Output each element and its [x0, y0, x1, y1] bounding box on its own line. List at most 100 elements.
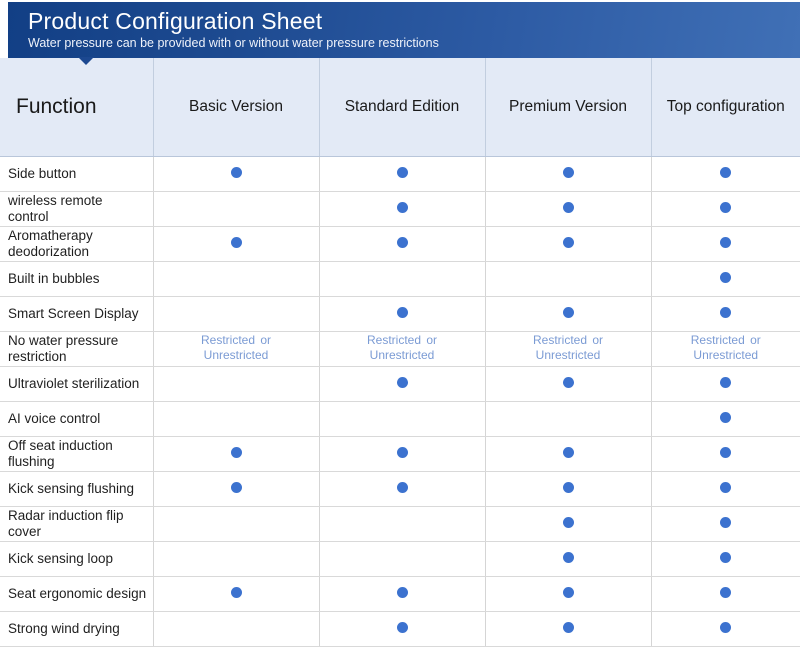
table-head: Function Basic Version Standard Edition …	[0, 58, 800, 157]
available-dot-icon	[562, 201, 574, 213]
cell-2	[319, 401, 486, 437]
cell-4	[651, 366, 800, 402]
title-banner: Product Configuration Sheet Water pressu…	[8, 2, 800, 58]
cell-2	[319, 156, 486, 192]
available-dot-icon	[720, 411, 732, 423]
table-row: Kick sensing loop	[0, 541, 800, 577]
available-dot-icon	[230, 236, 242, 248]
cell-2	[319, 471, 486, 507]
cell-1	[153, 436, 320, 472]
available-dot-icon	[396, 586, 408, 598]
feature-label: Smart Screen Display	[0, 296, 154, 332]
cell-2	[319, 541, 486, 577]
available-dot-icon	[230, 446, 242, 458]
available-dot-icon	[720, 586, 732, 598]
available-dot-icon	[562, 306, 574, 318]
cell-3	[485, 576, 652, 612]
cell-4	[651, 296, 800, 332]
cell-2	[319, 366, 486, 402]
cell-1	[153, 366, 320, 402]
cell-2	[319, 436, 486, 472]
available-dot-icon	[396, 376, 408, 388]
cell-4	[651, 471, 800, 507]
available-dot-icon	[562, 376, 574, 388]
feature-label: wireless remote control	[0, 191, 154, 227]
cell-2	[319, 576, 486, 612]
available-dot-icon	[720, 446, 732, 458]
available-dot-icon	[720, 516, 732, 528]
available-dot-icon	[720, 236, 732, 248]
cell-2	[319, 261, 486, 297]
table-row: Strong wind drying	[0, 611, 800, 647]
feature-label: Off seat induction flushing	[0, 436, 154, 472]
table-row: Built in bubbles	[0, 261, 800, 297]
cell-1	[153, 261, 320, 297]
column-header-function: Function	[0, 58, 154, 157]
feature-label: Ultraviolet sterilization	[0, 366, 154, 402]
column-header-basic-version: Basic Version	[153, 58, 320, 157]
column-header-standard-edition: Standard Edition	[319, 58, 486, 157]
cell-3	[485, 191, 652, 227]
cell-1	[153, 191, 320, 227]
cell-2	[319, 506, 486, 542]
table-row: wireless remote control	[0, 191, 800, 227]
table-row: Side button	[0, 156, 800, 192]
cell-3	[485, 156, 652, 192]
cell-4	[651, 506, 800, 542]
available-dot-icon	[720, 621, 732, 633]
table-row: Off seat induction flushing	[0, 436, 800, 472]
cell-1	[153, 611, 320, 647]
table-row: Radar induction flip cover	[0, 506, 800, 542]
cell-2	[319, 226, 486, 262]
cell-3	[485, 436, 652, 472]
banner-region: Product Configuration Sheet Water pressu…	[0, 0, 800, 65]
cell-3	[485, 611, 652, 647]
cell-4	[651, 261, 800, 297]
cell-1	[153, 296, 320, 332]
page-subtitle: Water pressure can be provided with or w…	[28, 36, 439, 50]
cell-3	[485, 471, 652, 507]
table-row: Kick sensing flushing	[0, 471, 800, 507]
cell-1	[153, 506, 320, 542]
configuration-table: Function Basic Version Standard Edition …	[0, 58, 800, 647]
available-dot-icon	[720, 306, 732, 318]
table-row: Ultraviolet sterilization	[0, 366, 800, 402]
cell-4	[651, 541, 800, 577]
available-dot-icon	[396, 446, 408, 458]
feature-label: Kick sensing loop	[0, 541, 154, 577]
cell-4	[651, 191, 800, 227]
available-dot-icon	[720, 376, 732, 388]
available-dot-icon	[720, 201, 732, 213]
available-dot-icon	[562, 621, 574, 633]
available-dot-icon	[562, 446, 574, 458]
feature-label: Side button	[0, 156, 154, 192]
available-dot-icon	[396, 621, 408, 633]
cell-4	[651, 436, 800, 472]
cell-1	[153, 156, 320, 192]
cell-4	[651, 401, 800, 437]
feature-label: Seat ergonomic design	[0, 576, 154, 612]
table-row: Aromatherapy deodorization	[0, 226, 800, 262]
cell-2	[319, 296, 486, 332]
cell-1	[153, 226, 320, 262]
available-dot-icon	[396, 201, 408, 213]
available-dot-icon	[230, 481, 242, 493]
cell-3	[485, 401, 652, 437]
cell-1	[153, 576, 320, 612]
table-row: Smart Screen Display	[0, 296, 800, 332]
available-dot-icon	[396, 166, 408, 178]
feature-label: Kick sensing flushing	[0, 471, 154, 507]
column-header-premium-version: Premium Version	[485, 58, 652, 157]
cell-3	[485, 506, 652, 542]
available-dot-icon	[720, 271, 732, 283]
available-dot-icon	[720, 166, 732, 178]
column-header-top-configuration: Top configuration	[651, 58, 800, 157]
table-row: AI voice control	[0, 401, 800, 437]
